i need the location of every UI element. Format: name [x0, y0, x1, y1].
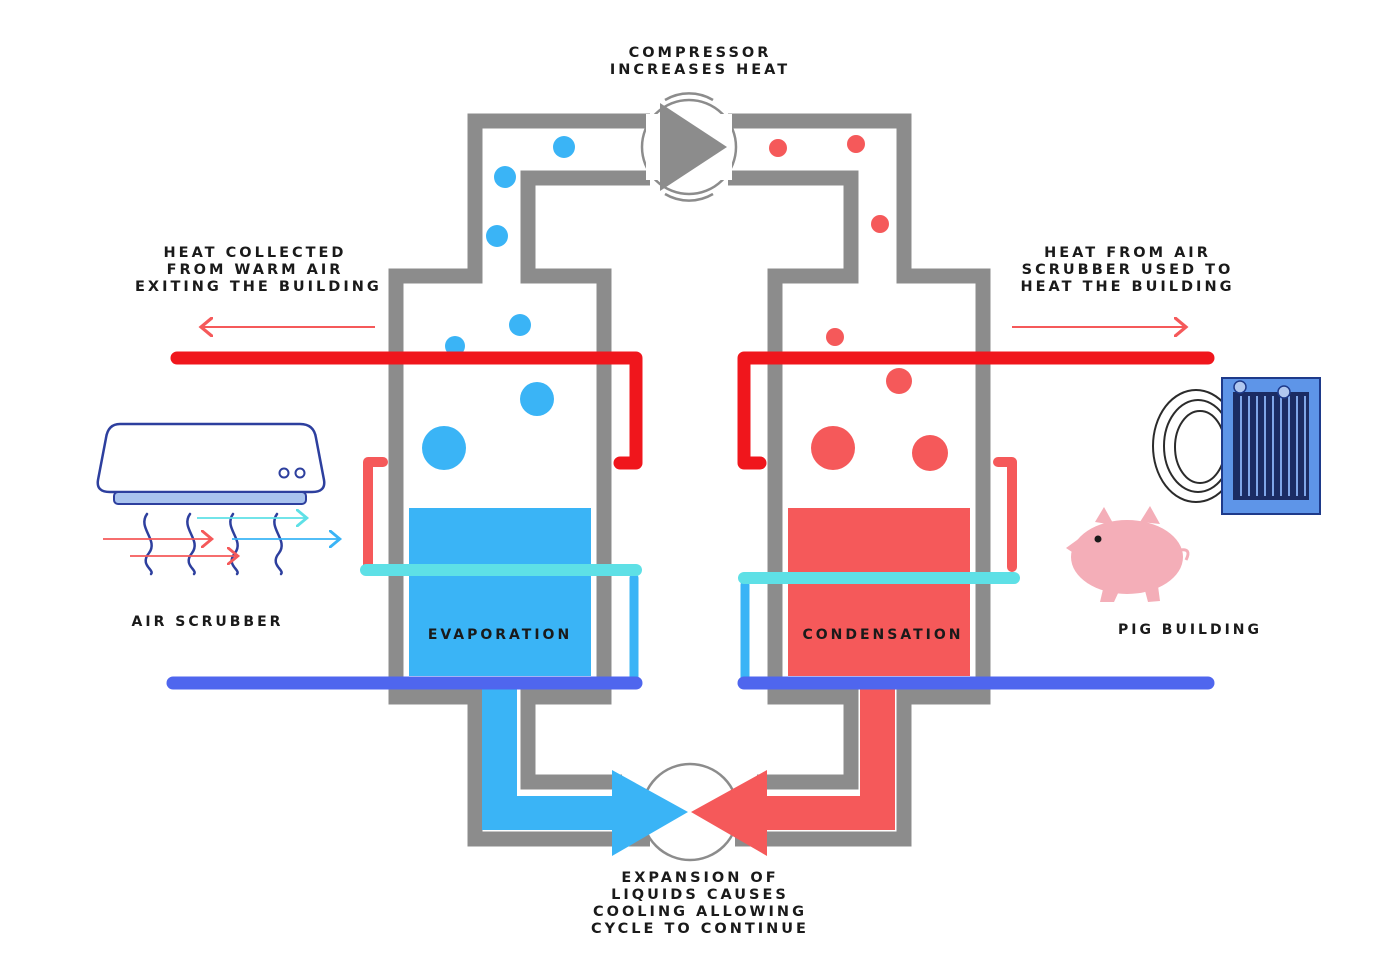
heat-collected-label: HEAT COLLECTED FROM WARM AIR EXITING THE… — [135, 245, 382, 295]
evaporation-liquid — [409, 508, 591, 676]
refrigerant-circuit-frame — [388, 113, 991, 847]
coolant-side-pipes — [629, 573, 750, 685]
hot-flow-arrow — [691, 683, 895, 856]
heat-exchange-pipes — [363, 457, 1017, 572]
condensation-liquid — [788, 508, 970, 676]
cooling-loop-pipes — [360, 564, 1020, 584]
cold-flow-arrow — [482, 683, 688, 856]
air-scrubber-icon — [96, 422, 338, 576]
pig-building-label: PIG BUILDING — [1117, 622, 1263, 638]
hot-bubbles — [769, 135, 948, 471]
pig-icon — [1066, 506, 1190, 602]
expansion-label: EXPANSION OF LIQUIDS CAUSES COOLING ALLO… — [591, 870, 809, 937]
compressor-label: COMPRESSOR INCREASES HEAT — [609, 45, 791, 78]
condensation-label: CONDENSATION — [802, 627, 964, 643]
compressor-icon — [640, 92, 738, 202]
air-scrubber-label: AIR SCRUBBER — [131, 614, 284, 630]
radiator-icon — [1152, 377, 1321, 515]
hot-pipes — [170, 351, 1215, 470]
heat-from-scrubber-label: HEAT FROM AIR SCRUBBER USED TO HEAT THE … — [1020, 245, 1235, 295]
evaporation-label: EVAPORATION — [427, 627, 573, 643]
cold-bubbles — [422, 136, 575, 470]
